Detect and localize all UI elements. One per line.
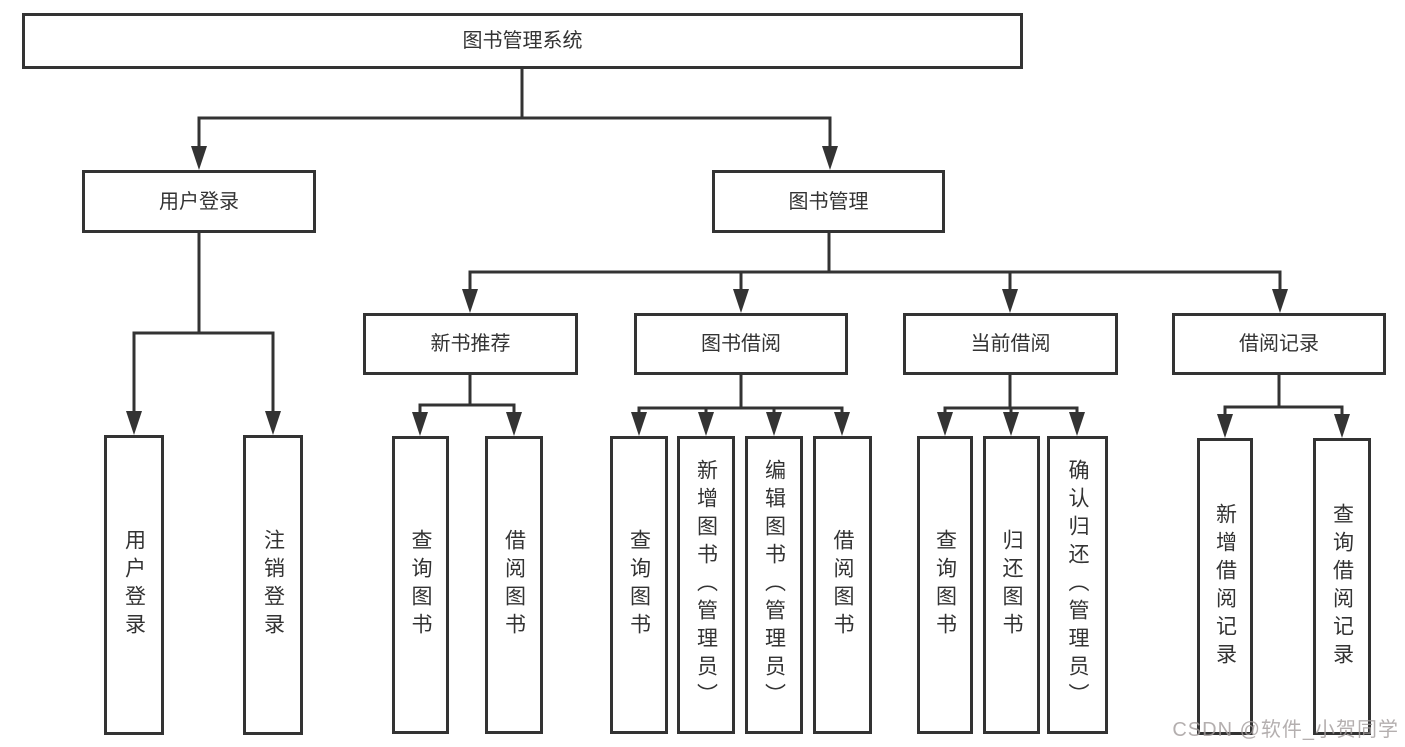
leaf-query-book-current: 查询图书 [917, 436, 973, 734]
leaf-query-book-rec: 查询图书 [392, 436, 449, 734]
connector-borrow-record-to-leaves [1217, 373, 1350, 438]
connector-book-borrow-to-leaves [631, 373, 850, 436]
node-root: 图书管理系统 [22, 13, 1023, 69]
leaf-edit-book-admin: 编辑图书（管理员） [745, 436, 803, 734]
leaf-query-borrow-record: 查询借阅记录 [1313, 438, 1371, 735]
connector-user-login-to-leaves [126, 231, 281, 435]
leaf-confirm-return-admin: 确认归还（管理员） [1047, 436, 1108, 734]
node-borrow-record: 借阅记录 [1172, 313, 1386, 375]
leaf-query-book-borrow: 查询图书 [610, 436, 668, 734]
node-book-mgmt: 图书管理 [712, 170, 945, 233]
leaf-add-borrow-record: 新增借阅记录 [1197, 438, 1253, 735]
leaf-user-login: 用户登录 [104, 435, 164, 735]
connector-current-borrow-to-leaves [937, 373, 1085, 436]
node-book-borrow: 图书借阅 [634, 313, 848, 375]
leaf-add-book-admin: 新增图书（管理员） [677, 436, 735, 734]
leaf-return-book: 归还图书 [983, 436, 1040, 734]
connector-root-to-level2 [191, 67, 838, 170]
leaf-borrow-book-rec: 借阅图书 [485, 436, 543, 734]
connector-book-mgmt-to-level3 [462, 231, 1288, 313]
leaf-borrow-book-borrow: 借阅图书 [813, 436, 872, 734]
node-current-borrow: 当前借阅 [903, 313, 1118, 375]
node-user-login: 用户登录 [82, 170, 316, 233]
connector-new-book-rec-to-leaves [412, 373, 522, 436]
node-new-book-rec: 新书推荐 [363, 313, 578, 375]
leaf-logout: 注销登录 [243, 435, 303, 735]
